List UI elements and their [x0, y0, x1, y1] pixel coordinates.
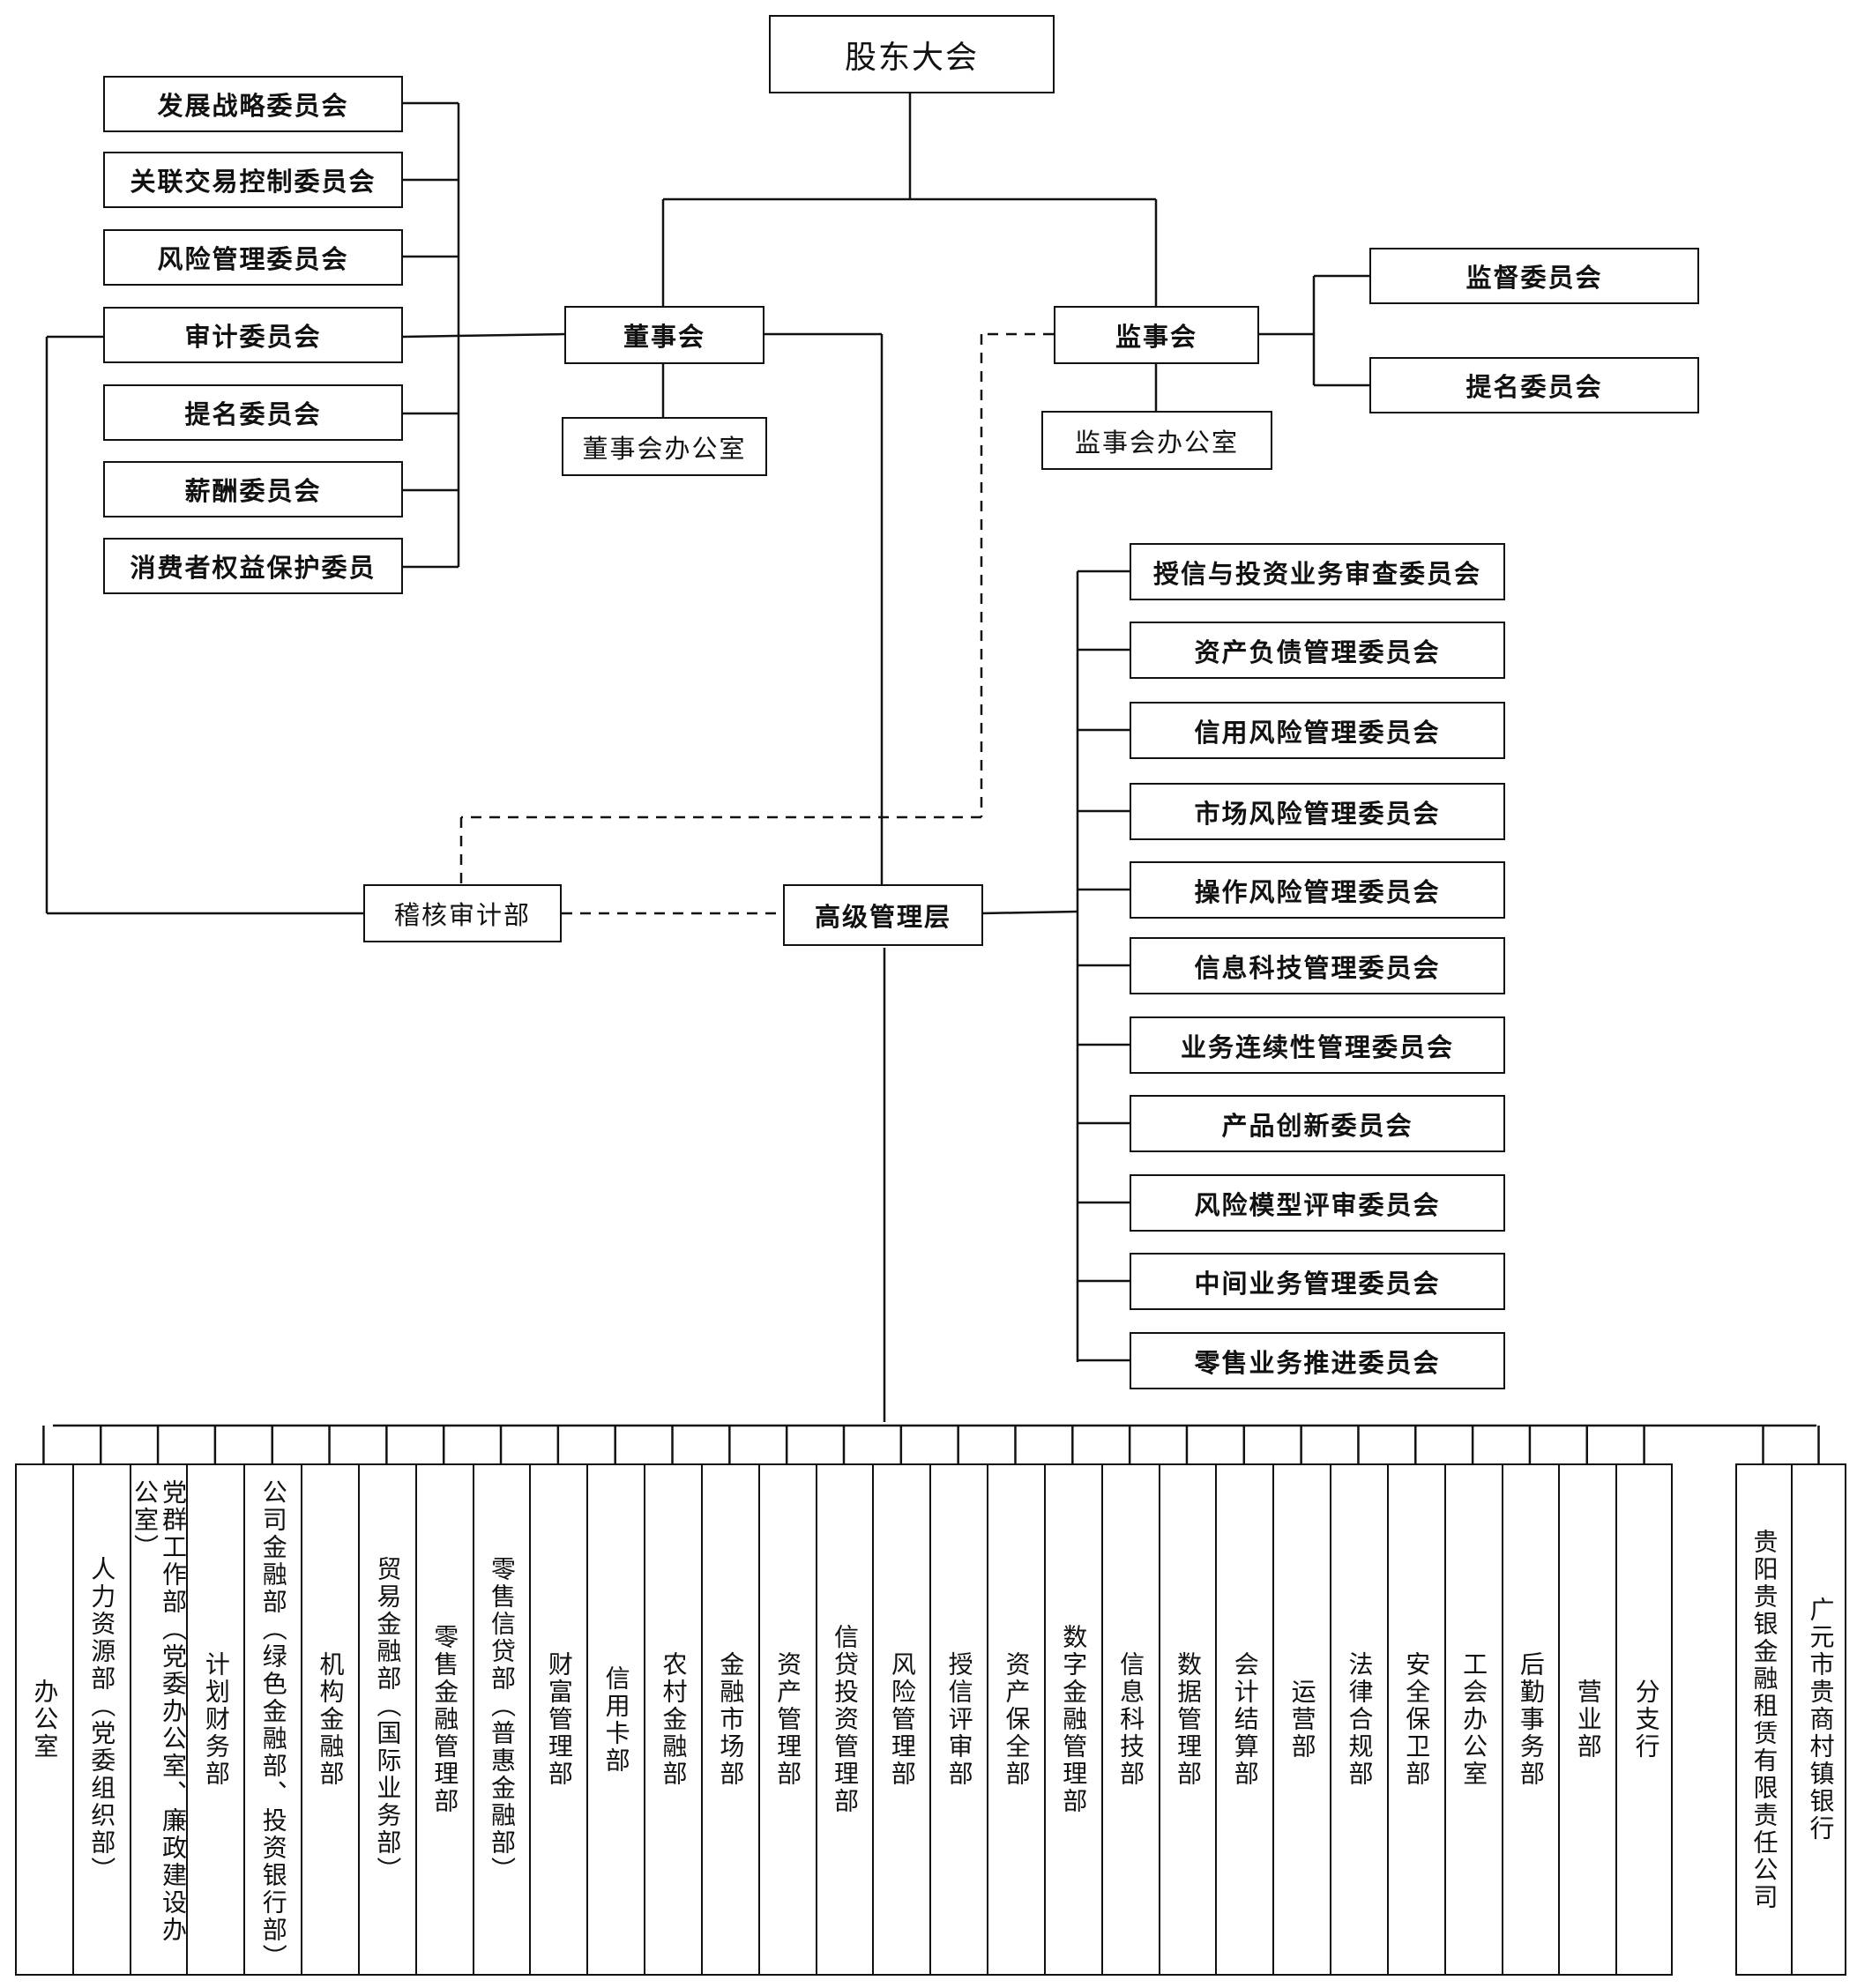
department-label: 分支行 — [1631, 1679, 1661, 1761]
department-label: 信用卡部 — [601, 1664, 631, 1775]
department-label: 信贷投资管理部 — [830, 1624, 860, 1815]
board-of-supervisors: 监事会 — [1054, 306, 1259, 364]
management-committee-box: 业务连续性管理委员会 — [1130, 1016, 1505, 1074]
department-label: 风险管理部 — [887, 1651, 917, 1788]
department-cell: 分支行 — [1617, 1465, 1674, 1974]
management-committee-box: 风险模型评审委员会 — [1130, 1174, 1505, 1232]
management-committee-box: 零售业务推进委员会 — [1130, 1332, 1505, 1389]
department-cell: 法律合规部 — [1331, 1465, 1389, 1974]
department-label: 财富管理部 — [544, 1651, 574, 1788]
department-label: 农村金融部 — [659, 1651, 689, 1788]
department-label: 营业部 — [1573, 1679, 1603, 1761]
board-committee-box: 风险管理委员会 — [103, 229, 403, 286]
department-label: 贸易金融部（国际业务部） — [373, 1555, 403, 1884]
department-label: 运营部 — [1287, 1679, 1317, 1761]
management-committee-box: 授信与投资业务审查委员会 — [1130, 543, 1505, 600]
department-label: 会计结算部 — [1230, 1651, 1260, 1788]
supervisor-committee-box: 监督委员会 — [1369, 248, 1699, 304]
department-cell: 会计结算部 — [1217, 1465, 1275, 1974]
management-committee-box: 信用风险管理委员会 — [1130, 702, 1505, 759]
department-cell: 后勤事务部 — [1503, 1465, 1561, 1974]
department-cell: 广元市贵商村镇银行 — [1793, 1465, 1848, 1974]
department-cell: 公司金融部（绿色金融部、投资银行部） — [245, 1465, 303, 1974]
management-committee-box: 市场风险管理委员会 — [1130, 783, 1505, 840]
board-committee-box: 薪酬委员会 — [103, 461, 403, 517]
department-cell: 贵阳贵银金融租赁有限责任公司 — [1737, 1465, 1793, 1974]
department-cell: 办公室 — [17, 1465, 74, 1974]
department-cell: 财富管理部 — [531, 1465, 589, 1974]
department-label: 人力资源部（党委组织部） — [87, 1555, 117, 1884]
department-label: 法律合规部 — [1345, 1651, 1375, 1788]
management-committee-box: 操作风险管理委员会 — [1130, 861, 1505, 919]
board-committee-box: 消费者权益保护委员 — [103, 538, 403, 594]
department-label: 资产管理部 — [773, 1651, 803, 1788]
department-label: 办公室 — [30, 1679, 60, 1761]
supervisors-office: 监事会办公室 — [1041, 411, 1272, 470]
board-committee-box: 关联交易控制委员会 — [103, 152, 403, 208]
management-committee-box: 产品创新委员会 — [1130, 1095, 1505, 1152]
department-cell: 授信评审部 — [931, 1465, 989, 1974]
board-office: 董事会办公室 — [562, 417, 767, 476]
department-cell: 工会办公室 — [1446, 1465, 1503, 1974]
department-label: 广元市贵商村镇银行 — [1806, 1597, 1836, 1843]
department-label: 机构金融部 — [316, 1651, 346, 1788]
department-cell: 农村金融部 — [645, 1465, 703, 1974]
department-label: 资产保全部 — [1002, 1651, 1032, 1788]
department-cell: 机构金融部 — [302, 1465, 360, 1974]
department-label: 零售信贷部（普惠金融部） — [488, 1555, 518, 1884]
supervisor-committee-box: 提名委员会 — [1369, 357, 1699, 413]
senior-management: 高级管理层 — [783, 884, 983, 946]
department-label: 零售金融管理部 — [430, 1624, 460, 1815]
department-cell: 党群工作部（党委办公室、廉政建设办公室） — [131, 1465, 189, 1974]
management-committee-box: 信息科技管理委员会 — [1130, 937, 1505, 994]
department-cell: 信息科技部 — [1103, 1465, 1160, 1974]
department-cell: 营业部 — [1560, 1465, 1618, 1974]
department-cell: 金融市场部 — [703, 1465, 760, 1974]
shareholders-meeting: 股东大会 — [769, 15, 1055, 93]
department-cell: 人力资源部（党委组织部） — [74, 1465, 131, 1974]
department-cell: 信用卡部 — [588, 1465, 646, 1974]
department-cell: 安全保卫部 — [1389, 1465, 1446, 1974]
board-committee-box: 审计委员会 — [103, 307, 403, 363]
board-committee-box: 发展战略委员会 — [103, 76, 403, 132]
department-cell: 数据管理部 — [1160, 1465, 1218, 1974]
department-label: 信息科技部 — [1116, 1651, 1146, 1788]
subsidiary-strip: 贵阳贵银金融租赁有限责任公司广元市贵商村镇银行 — [1735, 1463, 1846, 1976]
department-cell: 数字金融管理部 — [1046, 1465, 1103, 1974]
department-label: 安全保卫部 — [1402, 1651, 1432, 1788]
audit-department: 稽核审计部 — [363, 884, 562, 942]
board-of-directors: 董事会 — [564, 306, 764, 364]
department-label: 党群工作部（党委办公室、廉政建设办公室） — [131, 1479, 189, 1944]
department-label: 贵阳贵银金融租赁有限责任公司 — [1749, 1528, 1779, 1911]
management-committee-box: 资产负债管理委员会 — [1130, 622, 1505, 679]
department-label: 数字金融管理部 — [1059, 1624, 1089, 1815]
department-cell: 零售信贷部（普惠金融部） — [474, 1465, 532, 1974]
department-cell: 计划财务部 — [188, 1465, 246, 1974]
department-label: 金融市场部 — [716, 1651, 746, 1788]
department-label: 后勤事务部 — [1516, 1651, 1546, 1788]
department-cell: 贸易金融部（国际业务部） — [360, 1465, 417, 1974]
department-label: 数据管理部 — [1173, 1651, 1203, 1788]
management-committee-box: 中间业务管理委员会 — [1130, 1253, 1505, 1310]
department-cell: 信贷投资管理部 — [817, 1465, 875, 1974]
department-cell: 资产管理部 — [760, 1465, 817, 1974]
department-cell: 零售金融管理部 — [417, 1465, 474, 1974]
department-label: 计划财务部 — [201, 1651, 231, 1788]
department-label: 公司金融部（绿色金融部、投资银行部） — [258, 1479, 288, 1971]
department-cell: 风险管理部 — [874, 1465, 932, 1974]
department-cell: 资产保全部 — [988, 1465, 1046, 1974]
department-cell: 运营部 — [1274, 1465, 1332, 1974]
department-label: 工会办公室 — [1459, 1651, 1489, 1788]
department-label: 授信评审部 — [944, 1651, 974, 1788]
board-committee-box: 提名委员会 — [103, 384, 403, 441]
department-strip: 办公室人力资源部（党委组织部） 党群工作部（党委办公室、廉政建设办公室） 计划财务部… — [15, 1463, 1673, 1976]
